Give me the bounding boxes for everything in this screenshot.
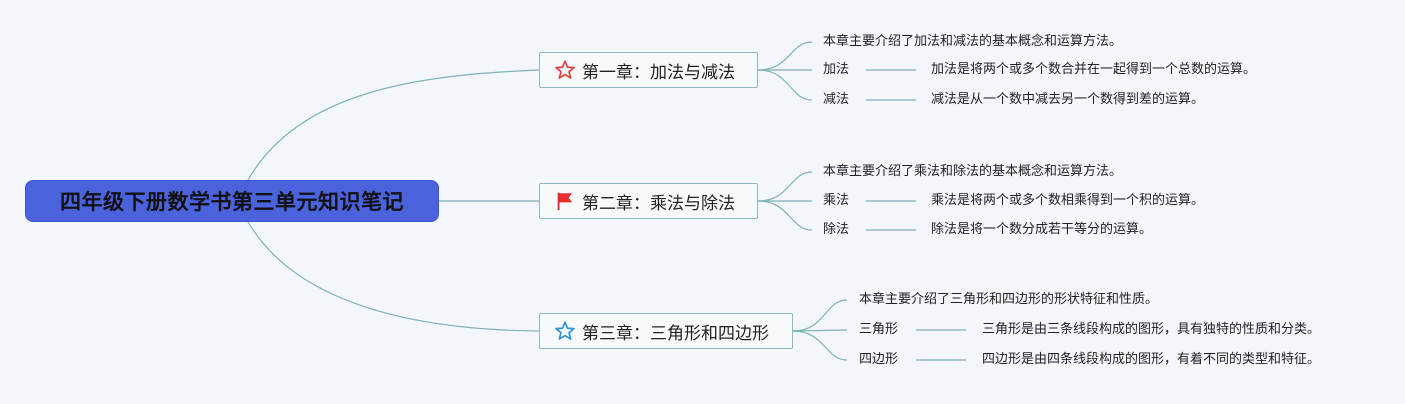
chapter-1-topic-1-term: 加法: [823, 62, 850, 77]
star-outline-blue-icon: [554, 320, 576, 342]
chapter-3-topic-2-definition: 四边形是由四条线段构成的图形，有着不同的类型和特征。: [982, 352, 1321, 367]
chapter-2-title: 第二章：乘法与除法: [582, 193, 735, 214]
chapter-2-topic-2-term: 除法: [823, 222, 850, 237]
chapter-3-node[interactable]: 第三章：三角形和四边形: [539, 313, 793, 349]
root-topic-label: 四年级下册数学书第三单元知识笔记: [60, 190, 404, 214]
chapter-2-topic-1-definition: 乘法是将两个或多个数相乘得到一个积的运算。: [931, 193, 1205, 208]
red-flag-icon: [554, 190, 576, 212]
star-outline-red-icon: [554, 59, 576, 81]
chapter-1-topic-2-term: 减法: [823, 92, 850, 107]
chapter-3-topic-2-term: 四边形: [859, 352, 899, 367]
chapter-3-topic-1-definition: 三角形是由三条线段构成的图形，具有独特的性质和分类。: [982, 322, 1321, 337]
chapter-2-node[interactable]: 第二章：乘法与除法: [539, 183, 758, 219]
chapter-1-topic-1-definition: 加法是将两个或多个数合并在一起得到一个总数的运算。: [931, 62, 1257, 77]
chapter-1-topic-2-definition: 减法是从一个数中减去另一个数得到差的运算。: [931, 92, 1205, 107]
chapter-3-title: 第三章：三角形和四边形: [582, 323, 769, 344]
chapter-3-topic-1-term: 三角形: [859, 322, 899, 337]
chapter-2-topic-1-term: 乘法: [823, 193, 850, 208]
chapter-1-summary: 本章主要介绍了加法和减法的基本概念和运算方法。: [823, 34, 1123, 49]
chapter-2-topic-2-definition: 除法是将一个数分成若干等分的运算。: [931, 222, 1153, 237]
chapter-1-node[interactable]: 第一章：加法与减法: [539, 52, 758, 88]
root-topic[interactable]: 四年级下册数学书第三单元知识笔记: [25, 180, 439, 222]
chapter-1-title: 第一章：加法与减法: [582, 62, 735, 83]
chapter-3-summary: 本章主要介绍了三角形和四边形的形状特征和性质。: [859, 292, 1159, 307]
chapter-2-summary: 本章主要介绍了乘法和除法的基本概念和运算方法。: [823, 164, 1123, 179]
